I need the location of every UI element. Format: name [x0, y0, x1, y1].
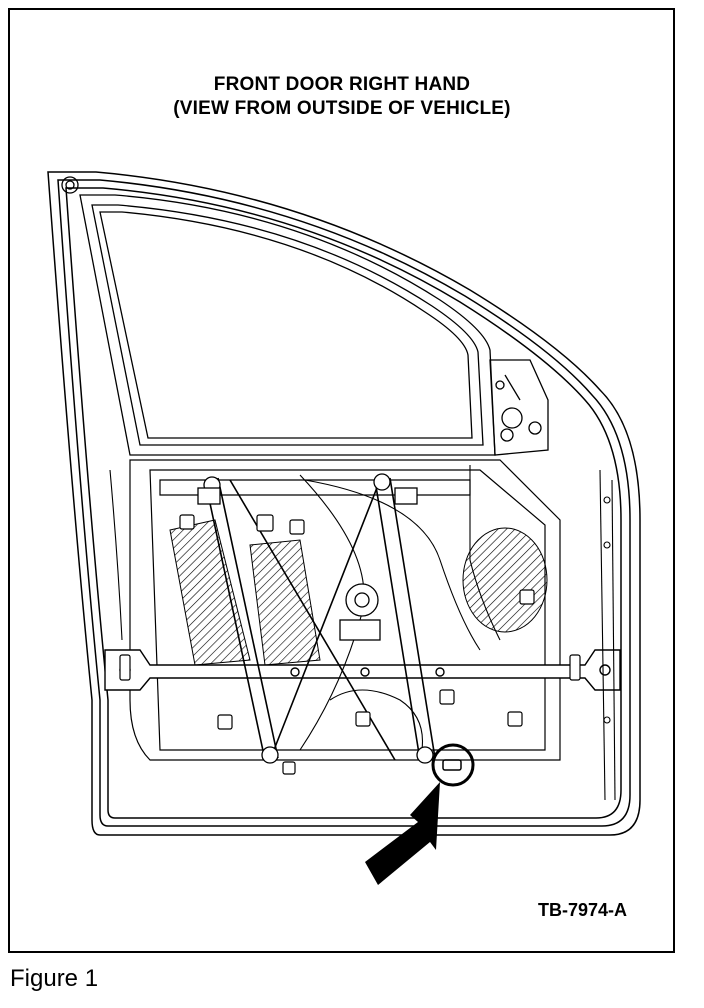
- hatched-regions: [169, 519, 548, 666]
- panel-holes: [119, 514, 581, 775]
- arrow-icon: [365, 782, 440, 885]
- door-outer-panel: [47, 171, 641, 836]
- mirror-mount: [489, 359, 549, 456]
- circled-hole: [431, 743, 475, 787]
- cross-beam: [104, 649, 621, 691]
- diagram-title-line-1: FRONT DOOR RIGHT HAND: [213, 74, 471, 95]
- regulator-cables: [299, 474, 481, 761]
- window-frame: [61, 176, 496, 456]
- pulleys: [197, 473, 434, 764]
- door-edge-features: [109, 465, 616, 801]
- diagram-title-line-2: (VIEW FROM OUTSIDE OF VEHICLE): [173, 98, 511, 119]
- figure-caption: Figure 1: [10, 965, 99, 992]
- figure-frame: [8, 8, 675, 953]
- diagram-code: TB-7974-A: [538, 900, 628, 920]
- regulator-motor: [339, 583, 381, 641]
